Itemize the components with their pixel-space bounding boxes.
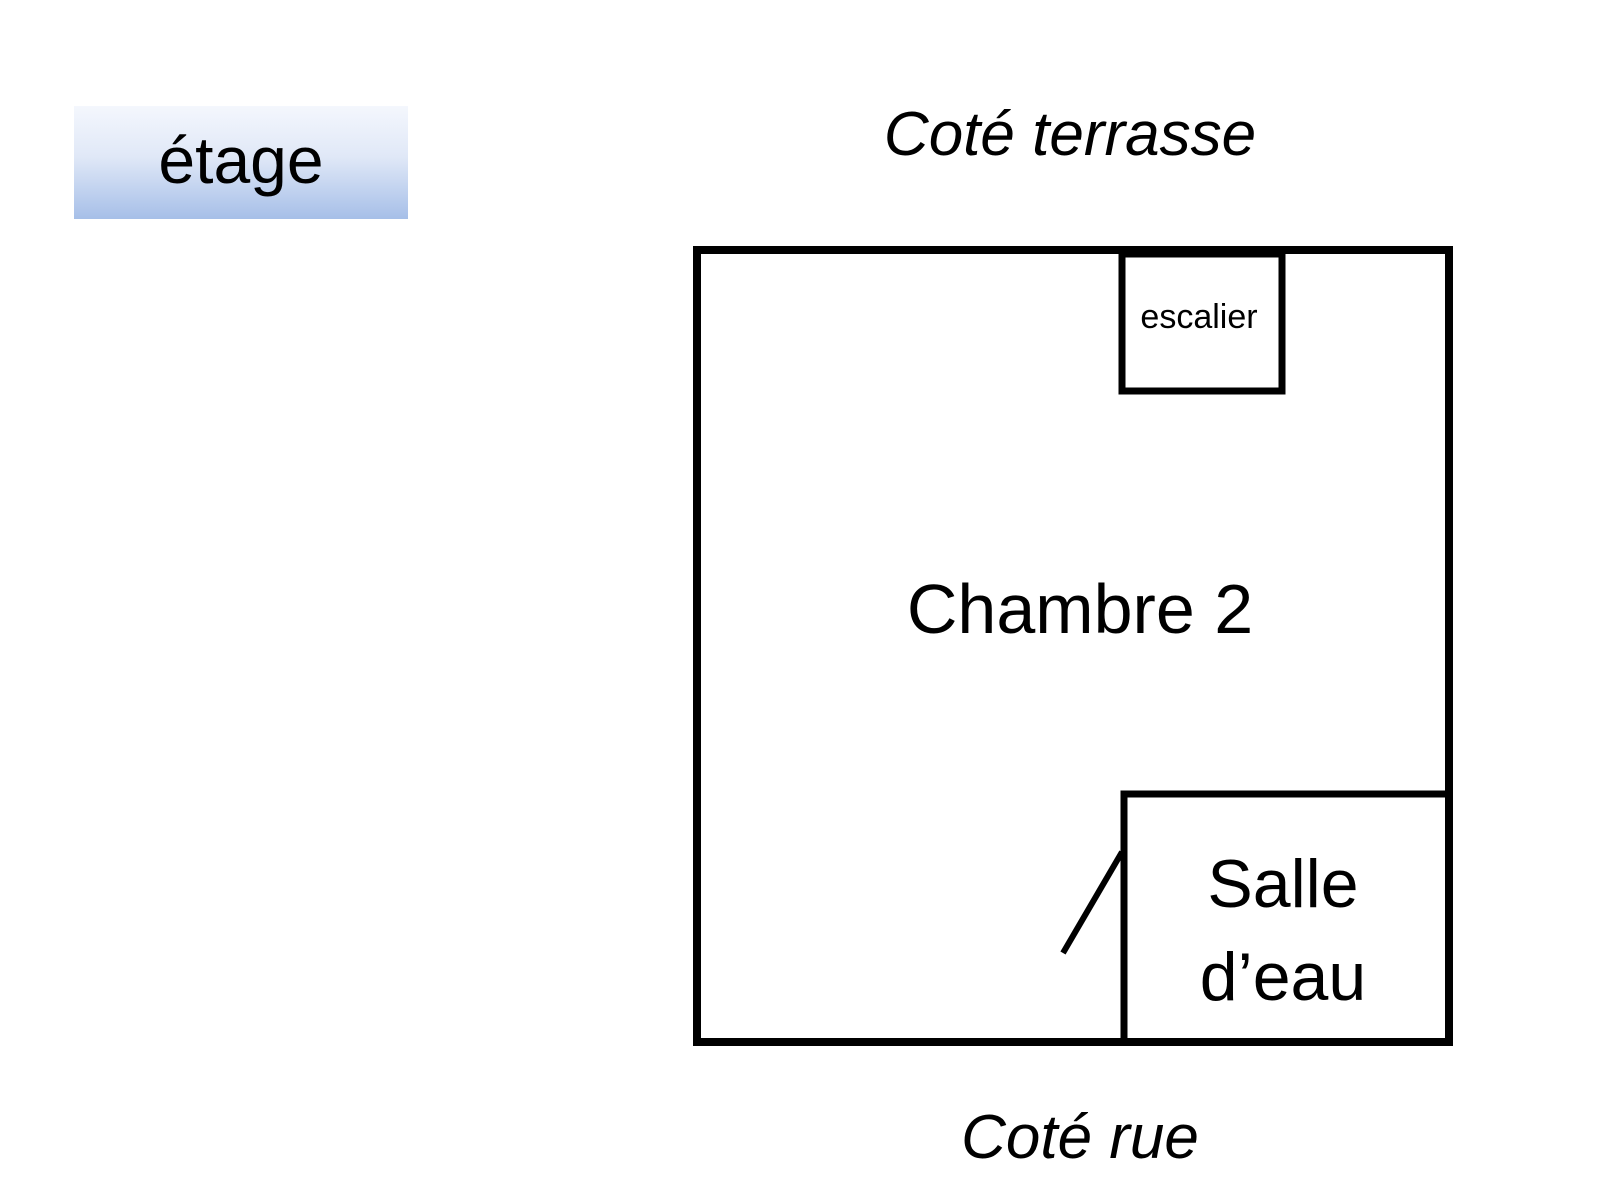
bathroom-wall (1120, 790, 1445, 1042)
bathroom-door (1060, 850, 1125, 955)
stairs-wall (1118, 250, 1286, 395)
bathroom-label: Salle d’eau (1128, 838, 1438, 1024)
outer-wall (693, 246, 1453, 1046)
orientation-bottom-label: Coté rue (961, 1103, 1199, 1172)
floor-badge: étage (74, 106, 408, 219)
orientation-top-label: Coté terrasse (883, 100, 1257, 169)
bathroom-label-line1: Salle (1207, 846, 1359, 922)
bathroom-label-line2: d’eau (1199, 939, 1367, 1016)
floor-badge-label: étage (158, 122, 324, 197)
stairs-label: escalier (1140, 298, 1258, 336)
bedroom-label: Chambre 2 (906, 570, 1254, 648)
